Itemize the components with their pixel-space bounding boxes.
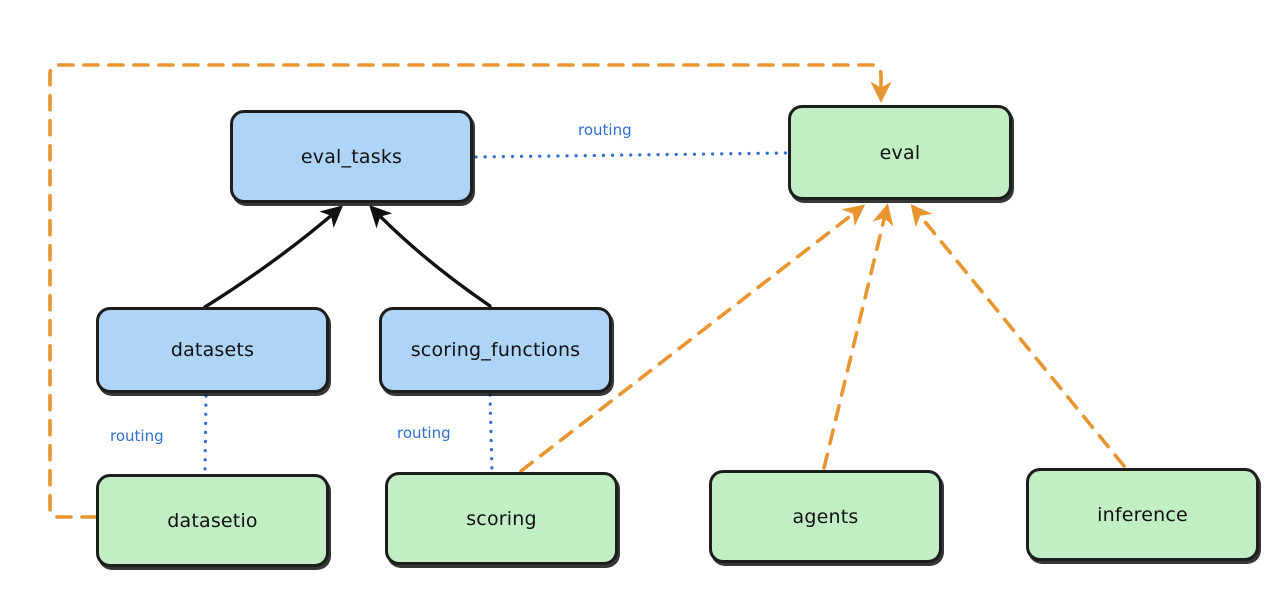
node-label-eval-tasks: eval_tasks [300,145,403,168]
node-eval-tasks[interactable]: eval_tasks [230,110,473,203]
edge-agents-to-eval [822,203,894,470]
routing-edges [203,151,788,476]
edge-scoring_functions-to-eval_tasks [369,205,492,308]
edge-label-routing-eval-tasks: routing [578,121,632,139]
node-datasetio[interactable]: datasetio [96,474,329,567]
node-inference[interactable]: inference [1026,468,1259,561]
api-dependency-edges [203,205,492,309]
node-scoring-functions[interactable]: scoring_functions [379,307,612,393]
node-scoring[interactable]: scoring [385,472,618,565]
node-eval[interactable]: eval [788,105,1012,200]
edge-eval_tasks-to-eval [474,151,788,159]
node-label-scoring: scoring [466,507,537,530]
edge-datasets-to-datasetio [203,394,208,476]
provider-dependency-edges [48,63,1126,519]
edge-scoring-to-eval [519,204,866,473]
node-label-datasetio: datasetio [167,509,258,532]
node-label-scoring-functions: scoring_functions [410,339,581,361]
edge-datasets-to-eval_tasks [203,205,343,309]
edge-label-routing-scoring-functions: routing [397,424,451,442]
node-label-inference: inference [1097,503,1188,526]
edge-scoring_functions-to-scoring [488,393,494,474]
node-agents[interactable]: agents [709,470,942,563]
node-label-datasets: datasets [170,339,255,361]
node-datasets[interactable]: datasets [96,307,329,393]
edge-label-routing-datasets: routing [110,427,164,445]
node-label-agents: agents [792,505,859,528]
node-label-eval: eval [879,141,921,164]
edge-inference-to-eval [910,203,1126,468]
